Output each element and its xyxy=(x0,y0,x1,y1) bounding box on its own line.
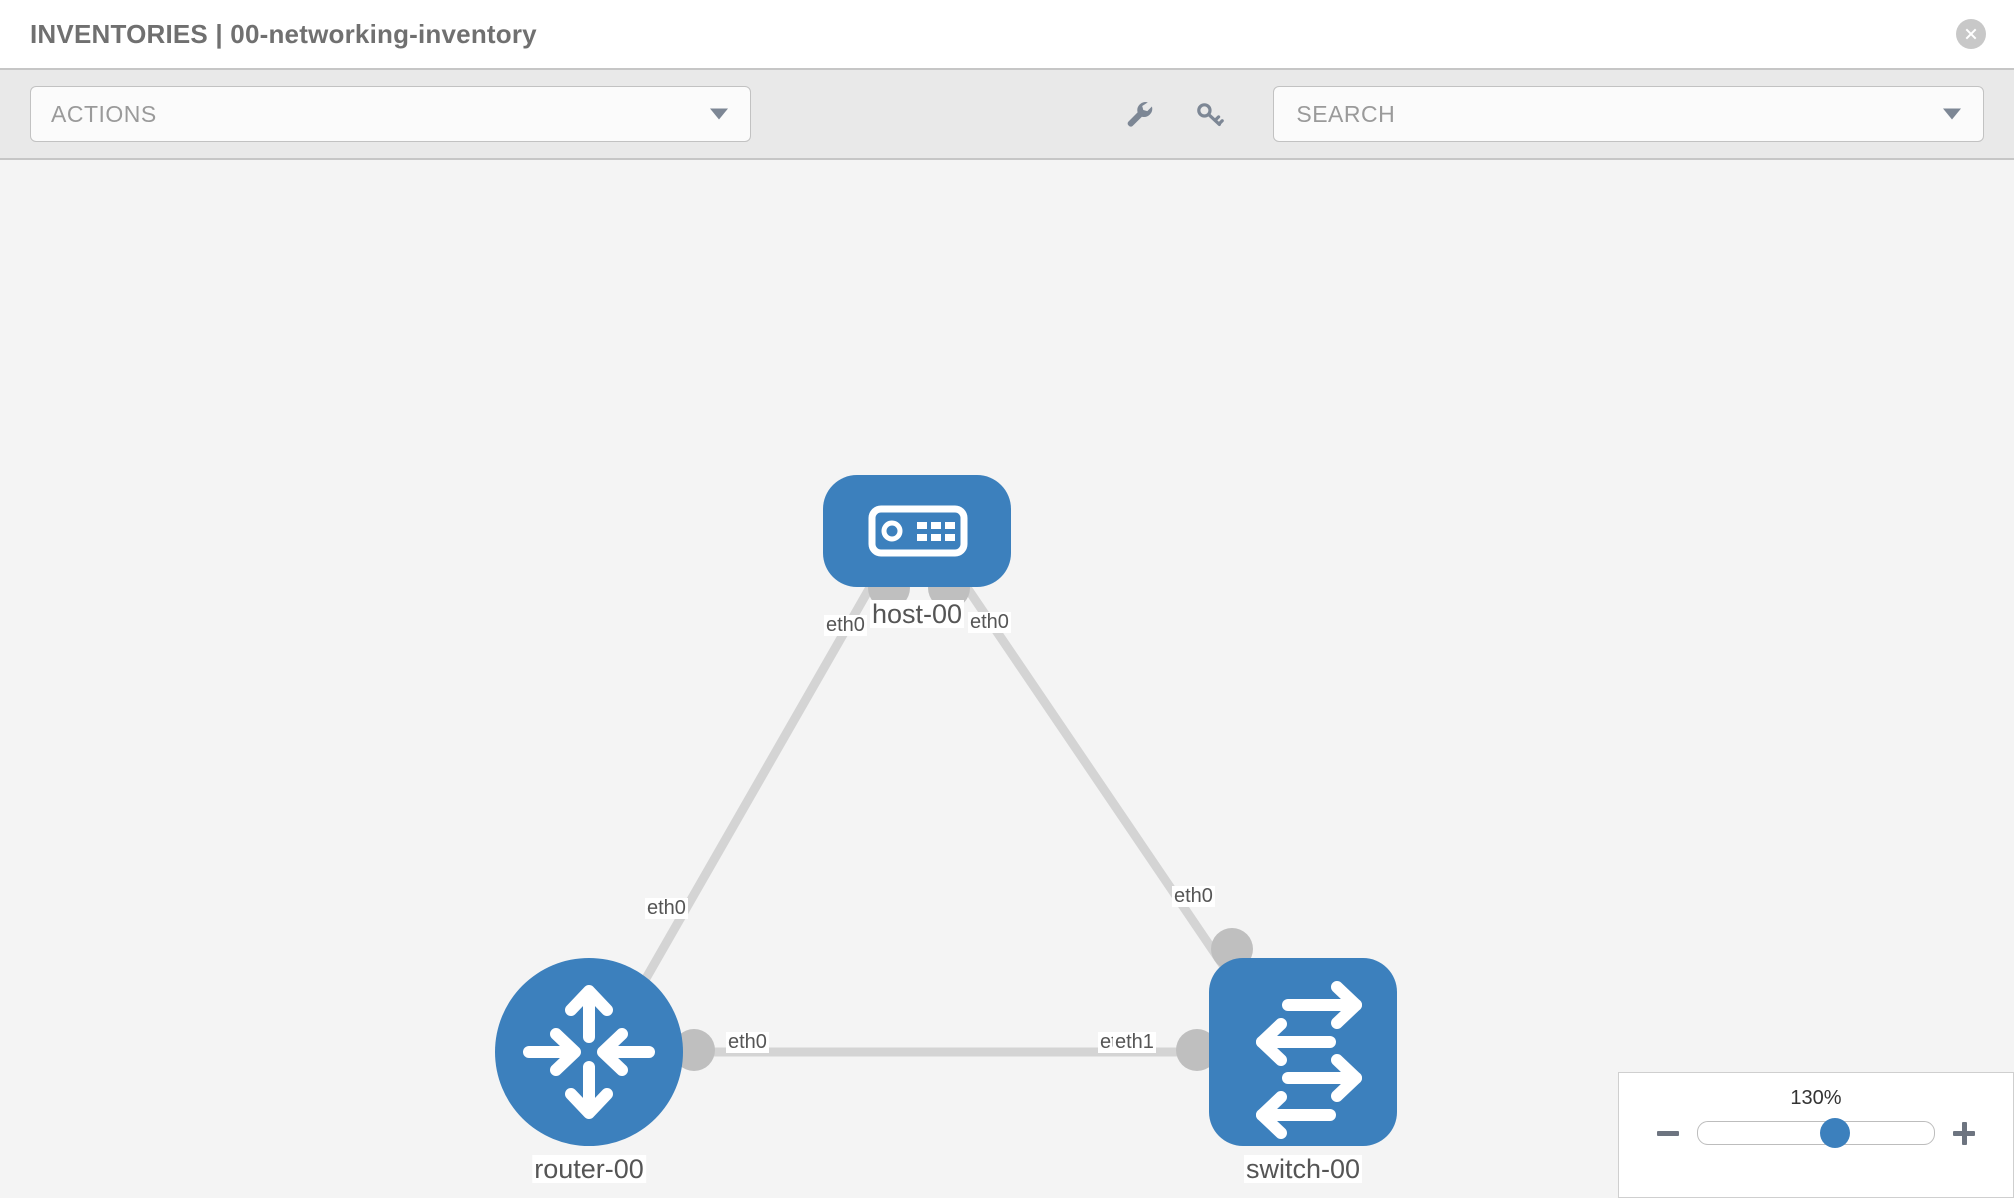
iface-label-switch00-eth1: eth1 xyxy=(1113,1031,1156,1053)
actions-dropdown[interactable]: ACTIONS xyxy=(30,86,752,142)
page-title: INVENTORIES | 00-networking-inventory xyxy=(30,18,537,49)
link-host00-router00[interactable] xyxy=(621,567,884,1018)
node-label-host-00: host-00 xyxy=(869,599,965,629)
page-header: INVENTORIES | 00-networking-inventory xyxy=(0,0,2014,68)
wrench-icon xyxy=(1128,102,1153,127)
zoom-in-button[interactable] xyxy=(1951,1120,1977,1146)
wrench-button[interactable] xyxy=(1121,96,1157,132)
zoom-control-panel: 130% xyxy=(1618,1072,2014,1198)
zoom-slider-handle[interactable] xyxy=(1819,1118,1850,1148)
connector-handle-switch00-left[interactable] xyxy=(1176,1029,1218,1071)
connector-handle-group xyxy=(673,567,1253,1071)
key-button[interactable] xyxy=(1191,96,1227,132)
connector-handle-router00-right[interactable] xyxy=(673,1029,715,1071)
router-arrows-icon xyxy=(523,985,655,1119)
iface-label-router00-uplink: eth0 xyxy=(645,897,688,919)
link-host00-switch00[interactable] xyxy=(951,567,1254,1008)
chevron-down-icon xyxy=(710,108,729,120)
node-router-00[interactable] xyxy=(495,958,683,1146)
search-input[interactable] xyxy=(1294,99,1963,129)
node-host-00[interactable] xyxy=(823,475,1011,587)
iface-label-host00-right: eth0 xyxy=(968,611,1011,633)
iface-label-router00-eth0: eth0 xyxy=(726,1031,769,1053)
search-box[interactable] xyxy=(1273,86,1984,142)
toolbar: ACTIONS xyxy=(0,68,2014,160)
link-group xyxy=(621,567,1254,1057)
toolbar-icon-group xyxy=(1121,96,1227,132)
key-icon xyxy=(1197,103,1225,126)
switch-arrows-icon xyxy=(1256,981,1362,1139)
zoom-level-label: 130% xyxy=(1790,1087,1842,1109)
topology-graph xyxy=(495,475,1397,1146)
actions-dropdown-label: ACTIONS xyxy=(51,100,157,127)
node-switch-00[interactable] xyxy=(1209,958,1397,1146)
zoom-slider[interactable] xyxy=(1697,1118,1935,1148)
close-icon xyxy=(1965,28,1977,40)
node-label-switch-00: switch-00 xyxy=(1243,1154,1363,1184)
zoom-row xyxy=(1619,1118,2013,1148)
topology-canvas[interactable]: host-00 router-00 switch-00 eth0 eth0 et… xyxy=(0,160,2014,1198)
node-label-router-00: router-00 xyxy=(532,1154,646,1184)
close-button[interactable] xyxy=(1956,19,1986,49)
zoom-out-button[interactable] xyxy=(1655,1120,1681,1146)
iface-label-switch00-uplink: eth0 xyxy=(1172,885,1215,907)
search-chevron-down-icon[interactable] xyxy=(1943,108,1961,120)
server-icon xyxy=(868,505,968,557)
iface-label-host00-left: eth0 xyxy=(824,614,867,636)
